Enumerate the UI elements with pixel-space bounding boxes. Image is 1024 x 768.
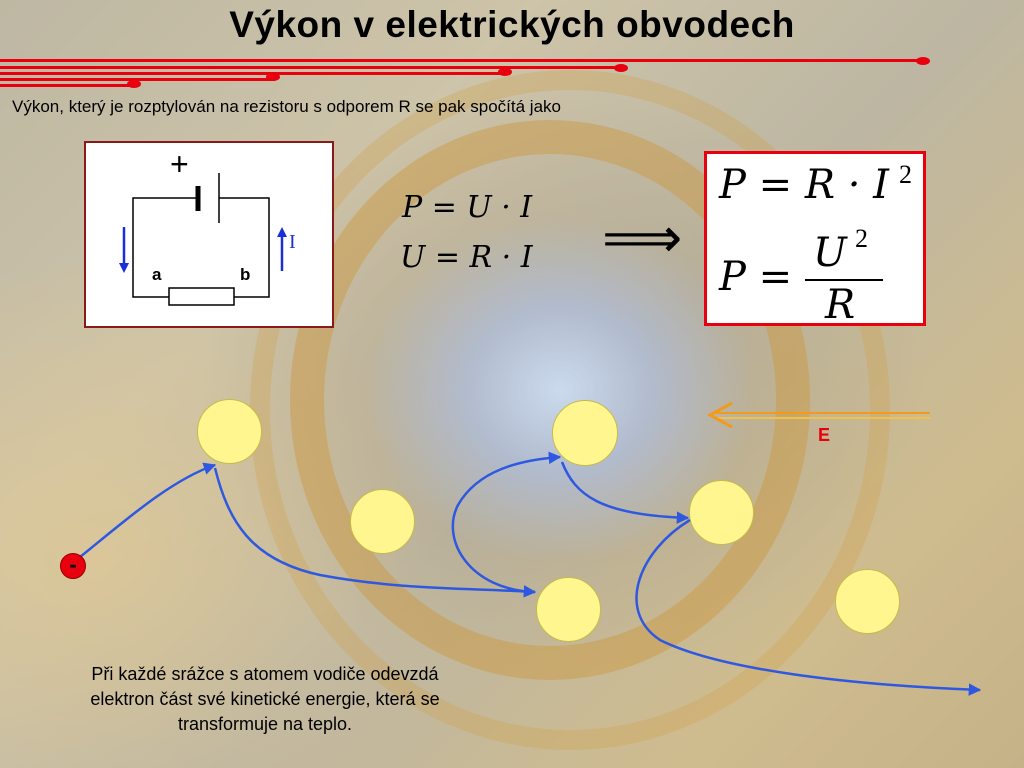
- atom: [350, 489, 415, 554]
- current-label: I: [289, 231, 296, 253]
- equation-ohm: U = R · I: [400, 240, 533, 275]
- formula-denominator: R: [825, 282, 856, 328]
- atom: [552, 400, 618, 466]
- battery-plus-label: +: [170, 146, 189, 182]
- electron-path-1: [79, 462, 217, 558]
- circuit-diagram: + a b I: [84, 141, 334, 328]
- atom: [197, 399, 262, 464]
- atom: [835, 569, 900, 634]
- electron-path-3: [451, 451, 562, 594]
- formula-numerator: U: [813, 230, 847, 276]
- intro-text: Výkon, který je rozptylován na rezistoru…: [12, 97, 561, 116]
- circuit-drawing: [119, 173, 287, 306]
- node-label-b: b: [240, 265, 251, 284]
- implies-arrow: ⟹: [602, 206, 683, 271]
- formula-exponent: 2: [899, 160, 912, 189]
- atom: [689, 480, 754, 545]
- electron-path-2: [213, 467, 537, 598]
- formula-power-resistance: P = R · I: [719, 162, 889, 208]
- electron-path-5: [635, 518, 982, 696]
- field-label: E: [818, 425, 831, 445]
- fraction-bar: [805, 279, 883, 281]
- field-arrow: [706, 401, 930, 429]
- formula-power-lhs: P =: [719, 254, 793, 300]
- node-label-a: a: [152, 265, 162, 284]
- atom: [536, 577, 601, 642]
- resistor: [168, 287, 235, 306]
- formula-numerator-exponent: 2: [855, 224, 868, 253]
- equation-power: P = U · I: [402, 190, 533, 225]
- caption-text: Při každé srážce s atomem vodiče odevzdá…: [90, 664, 440, 734]
- electron-path-4: [560, 461, 690, 524]
- slide-title: Výkon v elektrických obvodech: [229, 4, 795, 45]
- electron: -: [60, 553, 86, 579]
- result-formula-box: P = R · I 2 P = U 2 R: [704, 151, 926, 328]
